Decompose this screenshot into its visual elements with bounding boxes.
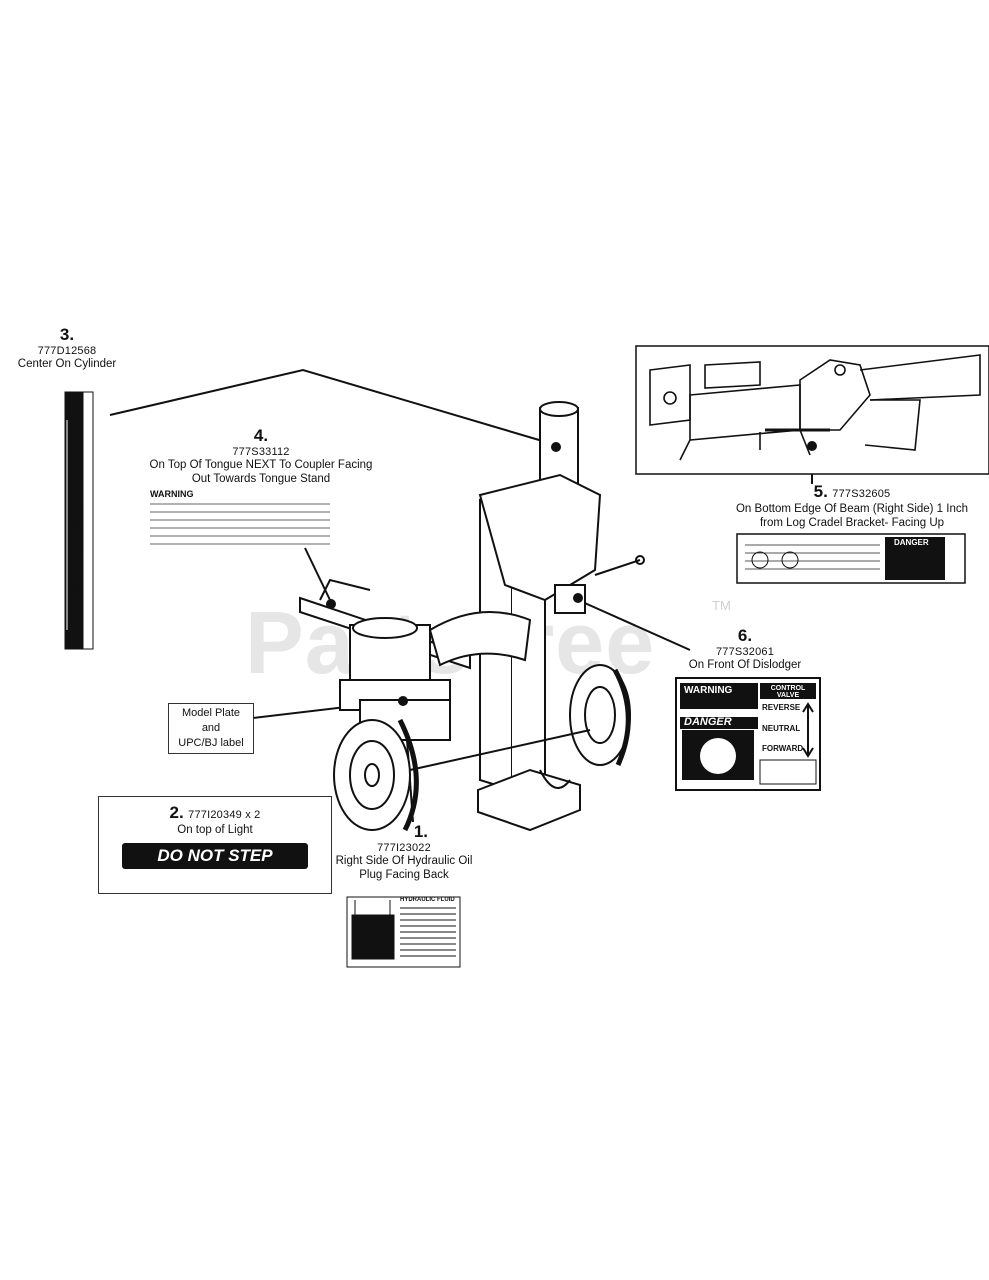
location-text-1: Right Side Of Hydraulic Oil bbox=[335, 855, 473, 867]
dislodger-decal-warning: WARNING bbox=[684, 685, 733, 696]
callout-number: 5. bbox=[813, 482, 828, 501]
location-text-2: Out Towards Tongue Stand bbox=[191, 473, 331, 485]
model-plate-line-1: Model Plate bbox=[181, 707, 241, 719]
model-plate-box: Model Plate and UPC/BJ label bbox=[168, 703, 254, 754]
callout-number: 3. bbox=[59, 325, 75, 344]
inset-frame bbox=[635, 345, 989, 475]
location-markers bbox=[326, 441, 817, 706]
location-text-2: from Log Cradel Bracket- Facing Up bbox=[759, 517, 945, 529]
decal-brand: MTD bbox=[65, 559, 85, 598]
location-text-1: On Top Of Tongue NEXT To Coupler Facing bbox=[149, 459, 373, 471]
dislodger-decal-opt-1: REVERSE bbox=[762, 703, 801, 712]
callout-number: 4. bbox=[253, 426, 269, 445]
watermark-tm: TM bbox=[712, 598, 731, 613]
part-number: 777S33112 bbox=[232, 446, 290, 458]
callout-3: 3. 777D12568 Center On Cylinder bbox=[12, 325, 122, 371]
dislodger-decal-danger: DANGER bbox=[684, 716, 732, 728]
dislodger-decal-control: CONTROL VALVE bbox=[770, 685, 806, 699]
tongue-decal-title: WARNING bbox=[150, 489, 194, 499]
location-text-1: On Bottom Edge Of Beam (Right Side) 1 In… bbox=[735, 503, 969, 515]
callout-number: 2. bbox=[169, 803, 184, 822]
part-number: 777S32061 bbox=[715, 646, 775, 658]
dislodger-decal-art bbox=[675, 677, 821, 791]
part-number: 777S32605 bbox=[832, 488, 891, 500]
do-not-step-decal: DO NOT STEP bbox=[122, 843, 308, 869]
decal-model: GOLD bbox=[65, 502, 85, 554]
hydraulic-decal-title: HYDRAULIC FLUID bbox=[400, 897, 455, 903]
location-text: On top of Light bbox=[177, 824, 253, 836]
model-plate-line-2: and bbox=[201, 722, 221, 734]
inset-beam-detail bbox=[649, 354, 981, 461]
machine bbox=[299, 401, 645, 832]
dislodger-decal-opt-3: FORWARD bbox=[762, 744, 804, 753]
callout-5: 5. 777S32605 On Bottom Edge Of Beam (Rig… bbox=[718, 482, 986, 530]
location-text: On Front Of Dislodger bbox=[688, 659, 802, 671]
callout-number: 6. bbox=[737, 626, 753, 645]
callout-number: 1. bbox=[413, 822, 428, 841]
callout-2: 2. 777I20349 x 2 On top of Light bbox=[99, 803, 331, 837]
location-text: Center On Cylinder bbox=[17, 358, 117, 370]
beam-decal-art bbox=[736, 533, 966, 584]
location-text-2: Plug Facing Back bbox=[359, 869, 449, 881]
part-number: 777I20349 x 2 bbox=[188, 809, 261, 821]
cylinder-decal-text: MTD GOLD bbox=[65, 463, 86, 598]
callout-1: 1. 777I23022 Right Side Of Hydraulic Oil… bbox=[330, 822, 478, 882]
dislodger-decal-opt-2: NEUTRAL bbox=[762, 724, 801, 733]
callout-2-box: 2. 777I20349 x 2 On top of Light DO NOT … bbox=[98, 796, 332, 894]
cylinder-decal bbox=[64, 391, 94, 650]
beam-decal-title: DANGER bbox=[894, 538, 929, 547]
callout-6: 6. 777S32061 On Front Of Dislodger bbox=[670, 626, 820, 672]
tongue-decal-art bbox=[150, 503, 330, 545]
model-plate-line-3: UPC/BJ label bbox=[178, 737, 244, 749]
callout-4: 4. 777S33112 On Top Of Tongue NEXT To Co… bbox=[135, 426, 387, 486]
hydraulic-decal-art bbox=[346, 896, 461, 968]
part-number: 777I23022 bbox=[377, 842, 431, 854]
part-number: 777D12568 bbox=[37, 345, 97, 357]
